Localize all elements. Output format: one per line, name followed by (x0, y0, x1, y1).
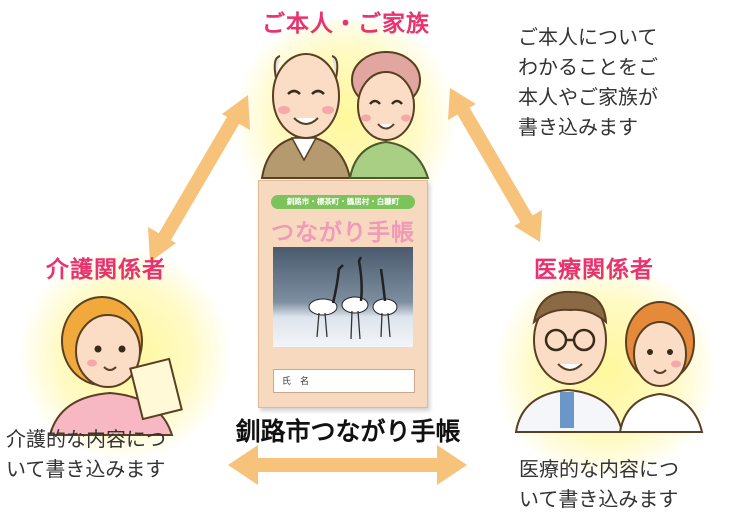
crane-photo (273, 247, 413, 347)
family-description-line: 書き込みます (518, 115, 638, 139)
doctor-figure (514, 290, 624, 433)
notebook-header: 釧路市・標茶町・鶴居村・白糠町 (271, 195, 415, 209)
medical-staff-illustration (514, 290, 704, 433)
care-worker-illustration (48, 296, 183, 436)
notebook-title: つながり手帳 (271, 220, 415, 246)
care-description-line: いて書き込みます (6, 457, 166, 481)
grandfather-figure (260, 53, 352, 179)
medical-description-line: いて書き込みます (519, 487, 679, 511)
grandmother-figure (348, 51, 430, 179)
care-description: 介護的な内容につ いて書き込みます (6, 424, 166, 484)
medical-description-line: 医療的な内容につ (519, 457, 679, 481)
crane-photo-drawing (308, 256, 398, 340)
arrow-family-medical (448, 88, 542, 242)
arrow-care-medical (228, 445, 467, 485)
family-illustration (260, 51, 430, 179)
notebook-caption: 釧路市つながり手帳 (235, 417, 461, 446)
care-description-line: 介護的な内容につ (6, 427, 166, 451)
care-title: 介護関係者 (46, 257, 166, 283)
nurse-figure (618, 301, 704, 433)
family-description: ご本人について わかることをご 本人やご家族が 書き込みます (518, 22, 658, 142)
tsunagari-notebook-cover: 釧路市・標茶町・鶴居村・白糠町 つながり手帳 氏 名 (258, 180, 428, 408)
family-description-line: わかることをご (518, 55, 658, 79)
arrow-family-care (148, 95, 250, 262)
family-title: ご本人・ご家族 (262, 11, 430, 37)
notebook-name-field: 氏 名 (273, 369, 415, 393)
notebook-name-label: 氏 名 (282, 377, 310, 387)
family-description-line: ご本人について (518, 25, 658, 49)
medical-description: 医療的な内容につ いて書き込みます (519, 454, 679, 514)
family-description-line: 本人やご家族が (518, 85, 658, 109)
medical-title: 医療関係者 (534, 257, 654, 283)
clipboard-icon (129, 357, 183, 421)
